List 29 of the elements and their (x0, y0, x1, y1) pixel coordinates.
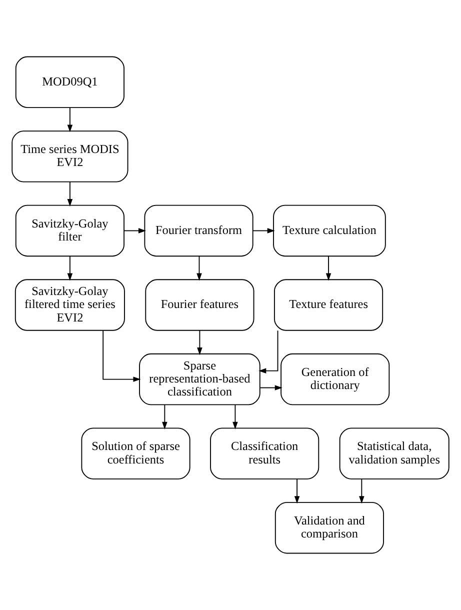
node-box: Sparse representation-based classification (139, 353, 260, 406)
node-box: Savitzky-Golay filtered time series EVI2 (14, 279, 125, 331)
arrow (67, 256, 73, 281)
node-box: Statistical data, validation samples (339, 428, 450, 480)
node-box: Time series MODIS EVI2 (12, 130, 128, 182)
node-box: Generation of dictionary (280, 353, 390, 406)
node-box: MOD09Q1 (15, 56, 124, 108)
arrow (67, 107, 73, 132)
arrow (252, 228, 275, 234)
node-box: Fourier transform (144, 204, 254, 257)
arrow (258, 330, 278, 374)
node-box: Validation and comparison (274, 502, 384, 554)
node-box: Solution of sparse coefficients (81, 428, 190, 480)
node-box: Texture features (274, 279, 384, 331)
arrow (67, 182, 73, 207)
arrow (294, 478, 300, 504)
node-box: Savitzky-Golay filter (15, 204, 124, 257)
arrow (359, 478, 364, 504)
arrow (232, 404, 238, 430)
arrow (326, 256, 332, 281)
arrow (260, 385, 282, 390)
arrow (162, 404, 168, 430)
arrow (196, 256, 202, 281)
arrow (102, 330, 141, 382)
node-box: Classification results (210, 428, 320, 480)
node-box: Texture calculation (273, 204, 386, 257)
arrow (124, 228, 146, 234)
node-box: Fourier features (145, 279, 254, 331)
arrow (197, 330, 202, 356)
